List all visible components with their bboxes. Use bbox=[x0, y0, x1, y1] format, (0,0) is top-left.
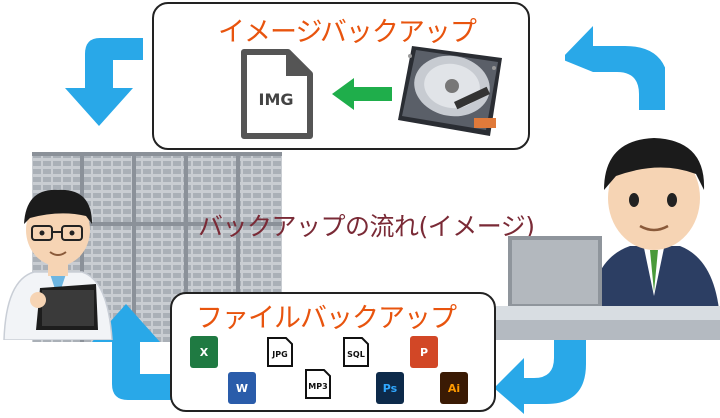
cycle-arrow-top-left bbox=[65, 38, 143, 126]
engineer-person-illustration bbox=[3, 189, 113, 340]
office-worker-illustration bbox=[590, 138, 720, 320]
desk-illustration bbox=[470, 306, 720, 340]
mp3-file-icon: MP3 bbox=[304, 368, 332, 400]
hard-disk-icon bbox=[398, 46, 502, 136]
file-backup-title: ファイルバックアップ bbox=[196, 303, 457, 334]
photoshop-icon: Ps bbox=[376, 372, 404, 404]
image-file-icon-label: IMG bbox=[258, 90, 294, 109]
excel-icon: X bbox=[190, 336, 218, 368]
image-backup-title: イメージバックアップ bbox=[218, 17, 477, 48]
backup-flow-title: バックアップの流れ(イメージ) bbox=[198, 212, 535, 241]
cycle-arrow-bottom-right bbox=[494, 322, 586, 414]
image-file-icon bbox=[241, 49, 313, 139]
word-icon: W bbox=[228, 372, 256, 404]
cycle-arrow-top-right bbox=[565, 26, 665, 110]
jpg-file-icon: JPG bbox=[266, 336, 294, 368]
green-arrow-icon bbox=[332, 78, 392, 110]
cycle-arrow-bottom-left bbox=[92, 304, 178, 400]
sql-file-icon: SQL bbox=[342, 336, 370, 368]
illustrator-icon: Ai bbox=[440, 372, 468, 404]
powerpoint-icon: P bbox=[410, 336, 438, 368]
